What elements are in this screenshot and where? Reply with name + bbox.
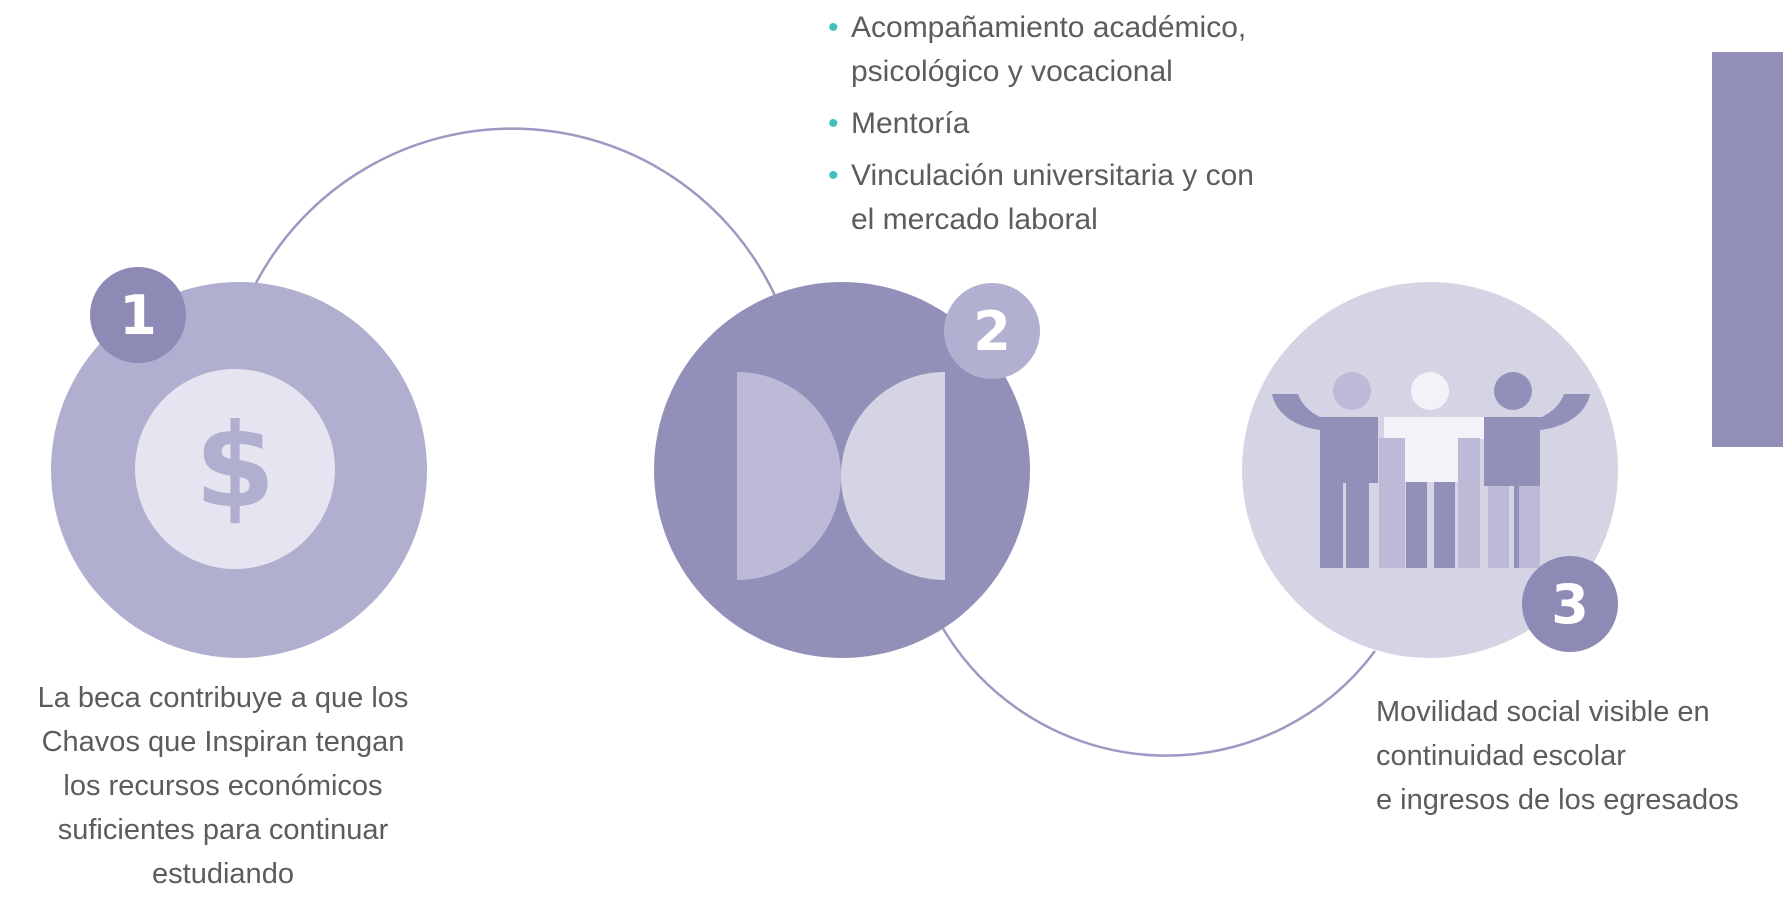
three-people-icon [1272, 372, 1590, 568]
step-2: 2 [654, 282, 1040, 658]
side-accent-bar [1712, 52, 1783, 447]
step-2-number: 2 [973, 300, 1011, 363]
benefit-line: Acompañamiento académico, [851, 11, 1247, 44]
benefit-line: psicológico y vocacional [851, 55, 1173, 88]
caption-line: Chavos que Inspiran tengan [41, 726, 405, 758]
step-1-badge [90, 267, 186, 363]
benefit-line: Mentoría [851, 107, 970, 140]
step-3-badge [1522, 556, 1618, 652]
caption-line: los recursos económicos [63, 770, 383, 802]
step-3: 3 [1242, 282, 1618, 658]
bullet-dot-icon: • [828, 11, 839, 44]
caption-line: La beca contribuye a que los [37, 682, 409, 714]
benefit-item: • Vinculación universitaria y con el mer… [826, 154, 1306, 242]
step-2-badge [944, 283, 1040, 379]
step-2-benefits-list: • Acompañamiento académico, psicológico … [826, 6, 1306, 250]
dollar-coin-icon: $ [135, 369, 335, 569]
step-1-number: 1 [119, 284, 157, 347]
step-1: $ 1 [51, 267, 427, 658]
dollar-symbol: $ [195, 399, 276, 534]
caption-line: e ingresos de los egresados [1376, 784, 1739, 816]
step-3-caption: Movilidad social visible en continuidad … [1376, 690, 1776, 822]
benefit-item: • Mentoría [826, 102, 1306, 146]
caption-line: suficientes para continuar [57, 814, 389, 846]
benefit-item: • Acompañamiento académico, psicológico … [826, 6, 1306, 94]
bullet-dot-icon: • [828, 159, 839, 192]
caption-line: Movilidad social visible en [1376, 696, 1710, 728]
step-3-number: 3 [1551, 573, 1589, 636]
step-1-caption: La beca contribuye a que los Chavos que … [0, 676, 446, 896]
bullet-dot-icon: • [828, 107, 839, 140]
connector-arc-2-3 [939, 624, 1377, 757]
connector-arc-1-2 [254, 127, 779, 301]
benefit-line: el mercado laboral [851, 203, 1098, 236]
caption-line: continuidad escolar [1376, 740, 1626, 772]
benefit-line: Vinculación universitaria y con [851, 159, 1254, 192]
half-circles-logo-icon [737, 372, 945, 580]
caption-line: estudiando [152, 858, 294, 890]
